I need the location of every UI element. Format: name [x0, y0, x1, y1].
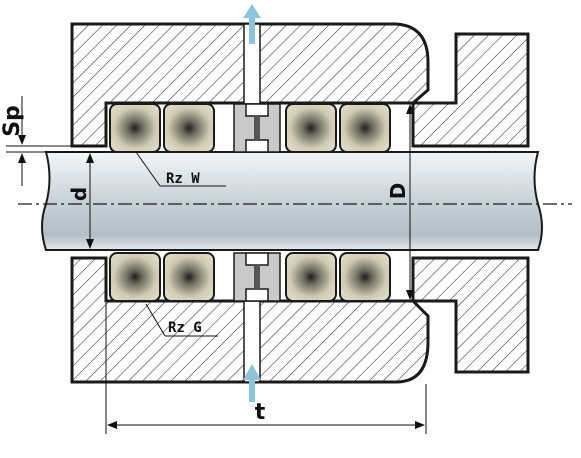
lantern-ring-bottom	[233, 252, 281, 302]
gland-bottom	[411, 256, 530, 374]
dimension-D: D	[386, 104, 414, 300]
lantern-ring-top	[233, 103, 281, 153]
gland-top	[411, 32, 530, 148]
label-rz-w: Rz W	[166, 171, 200, 187]
leader-rz-g: Rz G	[145, 303, 218, 337]
packing-ring	[163, 252, 215, 302]
label-rz-g: Rz G	[168, 320, 202, 336]
packing-ring	[285, 252, 337, 302]
packing-ring	[339, 103, 391, 153]
packing-ring	[285, 103, 337, 153]
label-d: d	[67, 187, 91, 201]
arrow-up-icon	[243, 4, 261, 44]
dimension-sp: Sp	[0, 96, 104, 186]
leader-rz-w: Rz W	[135, 151, 226, 187]
dimension-t: t	[105, 303, 427, 434]
shaft	[41, 151, 543, 251]
dimension-d: d	[67, 153, 94, 249]
packing-set-bottom	[109, 252, 391, 302]
packing-ring	[109, 103, 161, 153]
packing-set-top	[109, 103, 391, 153]
label-t: t	[255, 400, 266, 425]
packing-ring	[109, 252, 161, 302]
label-D: D	[386, 183, 410, 200]
packing-ring	[339, 252, 391, 302]
label-sp: Sp	[0, 105, 25, 137]
shaft-body	[41, 151, 543, 251]
packing-ring	[163, 103, 215, 153]
arrow-up-icon	[243, 364, 261, 402]
